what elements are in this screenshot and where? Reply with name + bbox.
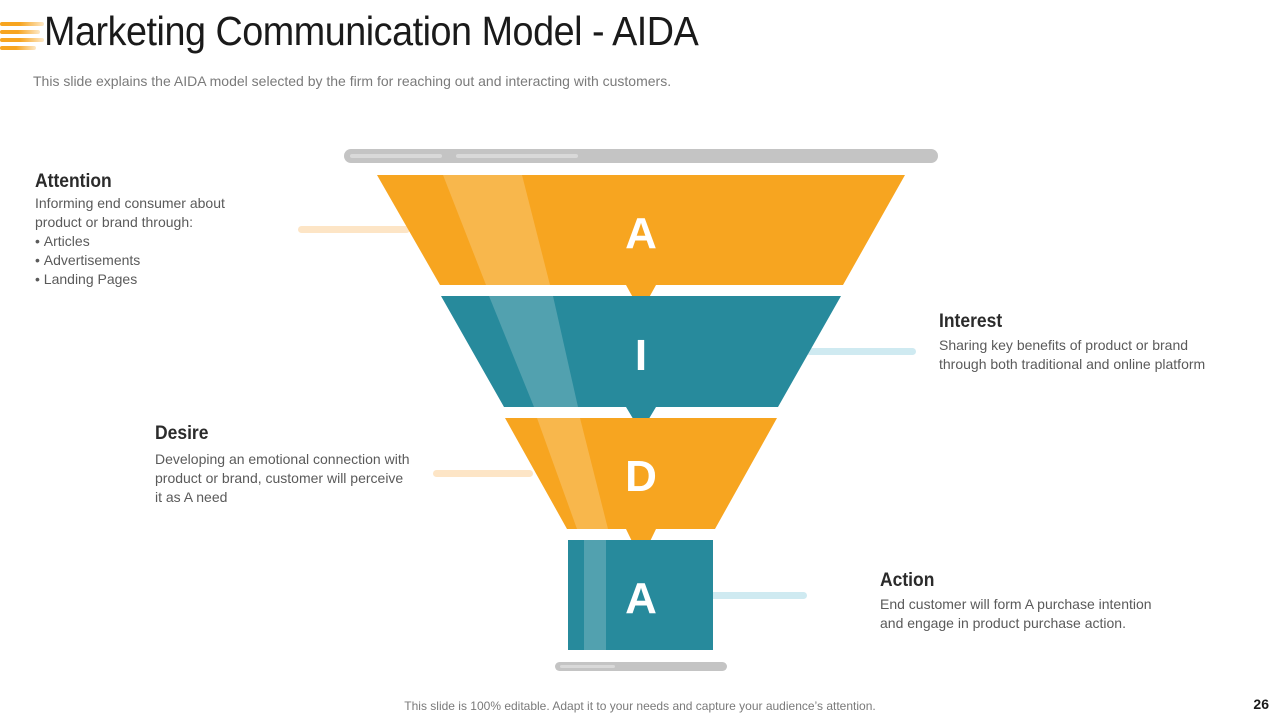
funnel-layer-action: [568, 540, 713, 650]
funnel-layer-desire: [505, 418, 777, 560]
attention-heading: Attention: [35, 171, 112, 192]
interest-connector-line: [806, 348, 916, 355]
desire-connector-line: [433, 470, 533, 477]
action-heading: Action: [880, 570, 935, 591]
action-line: End customer will form A purchase intent…: [880, 596, 1152, 612]
funnel-glass-highlight: [443, 175, 550, 285]
funnel-letter-attention: A: [625, 209, 657, 258]
funnel-base-bar: [555, 662, 727, 671]
attention-line: Informing end consumer about: [35, 195, 225, 211]
funnel-layer-attention: [377, 175, 905, 312]
attention-line: product or brand through:: [35, 214, 193, 230]
funnel-top-rim-highlight: [350, 154, 442, 158]
footer-note: This slide is 100% editable. Adapt it to…: [404, 699, 876, 713]
action-line: and engage in product purchase action.: [880, 615, 1126, 631]
funnel-layer-interest: [441, 296, 841, 432]
attention-bullet-item: Landing Pages: [35, 270, 225, 289]
funnel-glass-highlight: [584, 540, 606, 650]
funnel-top-rim: [344, 149, 938, 163]
funnel-letter-interest: I: [634, 331, 648, 380]
action-connector-line: [710, 592, 807, 599]
page-number: 26: [1253, 696, 1269, 712]
desire-line: product or brand, customer will perceive: [155, 470, 404, 486]
funnel-glass-highlight: [489, 296, 578, 407]
funnel-letter-desire: D: [625, 452, 657, 501]
funnel-glass-highlight: [537, 418, 608, 529]
desire-line: Developing an emotional connection with: [155, 451, 410, 467]
funnel-letter-action: A: [625, 574, 657, 623]
funnel-top-rim-highlight: [456, 154, 578, 158]
page-subtitle: This slide explains the AIDA model selec…: [33, 73, 672, 89]
page-title: Marketing Communication Model - AIDA: [44, 8, 699, 54]
attention-bullet-item: Advertisements: [35, 251, 225, 270]
interest-line: through both traditional and online plat…: [939, 356, 1206, 372]
interest-description: Sharing key benefits of product or brand…: [939, 336, 1205, 374]
funnel-base-bar-highlight: [560, 665, 615, 668]
attention-description: Informing end consumer about product or …: [35, 194, 225, 289]
interest-heading: Interest: [939, 311, 1003, 332]
title-accent-decoration: [0, 22, 44, 52]
interest-line: Sharing key benefits of product or brand: [939, 337, 1189, 353]
desire-heading: Desire: [155, 423, 209, 444]
action-description: End customer will form A purchase intent…: [880, 595, 1152, 633]
desire-description: Developing an emotional connection with …: [155, 450, 410, 507]
attention-bullet-list: Articles Advertisements Landing Pages: [35, 232, 225, 289]
attention-connector-line: [298, 226, 410, 233]
desire-line: it as A need: [155, 489, 228, 505]
attention-bullet-item: Articles: [35, 232, 225, 251]
